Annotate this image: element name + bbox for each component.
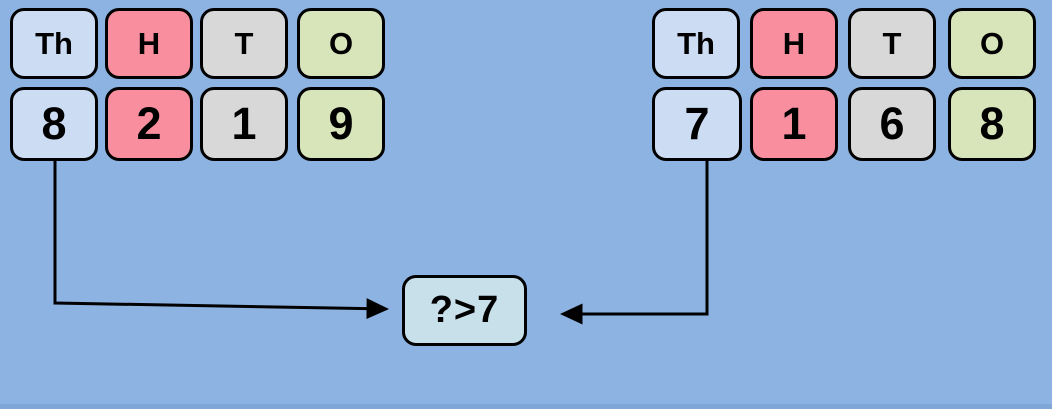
right-digit-tens: 6 [848,87,936,161]
comparison-question-box: ?>7 [402,275,527,346]
left-header-tens: T [200,8,288,79]
bottom-edge-strip [0,404,1052,409]
left-digit-tens: 1 [200,87,288,161]
right-header-hundreds: H [750,8,838,79]
arrow-left-thousands-to-comparison [53,161,389,320]
right-digit-hundreds: 1 [750,87,838,161]
left-header-hundreds: H [105,8,193,79]
left-header-thousands: Th [10,8,98,79]
right-header-thousands: Th [652,8,740,79]
right-digit-thousands: 7 [652,87,742,161]
arrow-right-thousands-to-comparison [560,161,709,325]
left-digit-thousands: 8 [10,87,98,161]
right-digit-ones: 8 [948,87,1036,161]
left-header-ones: O [297,8,385,79]
right-header-ones: O [948,8,1036,79]
left-digit-hundreds: 2 [105,87,193,161]
left-digit-ones: 9 [297,87,385,161]
right-header-tens: T [848,8,936,79]
